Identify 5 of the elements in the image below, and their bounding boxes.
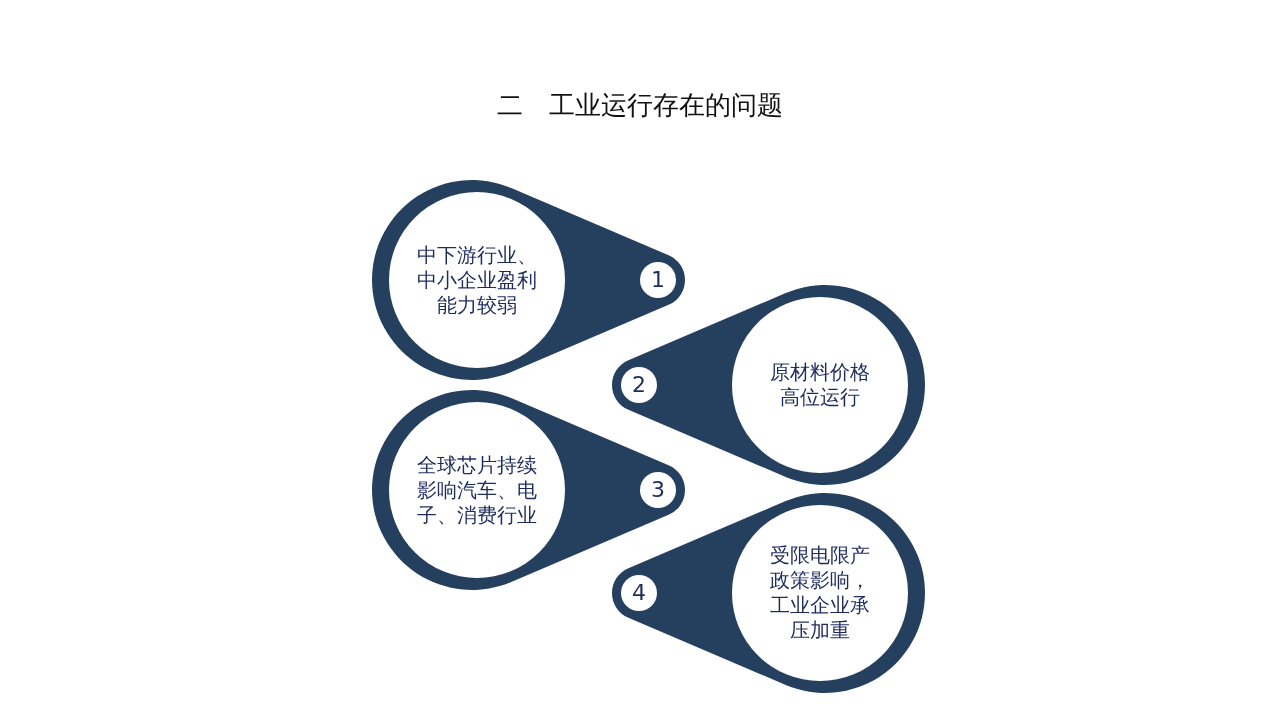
issue-text: 中下游行业、中小企业盈利能力较弱 bbox=[417, 242, 537, 318]
title: 二 工业运行存在的问题 bbox=[496, 89, 784, 122]
issue-text: 原材料价格高位运行 bbox=[770, 360, 870, 410]
issue-text: 受限电限产政策影响，工业企业承压加重 bbox=[770, 543, 870, 643]
issue-text: 全球芯片持续影响汽车、电子、消费行业 bbox=[417, 452, 537, 528]
